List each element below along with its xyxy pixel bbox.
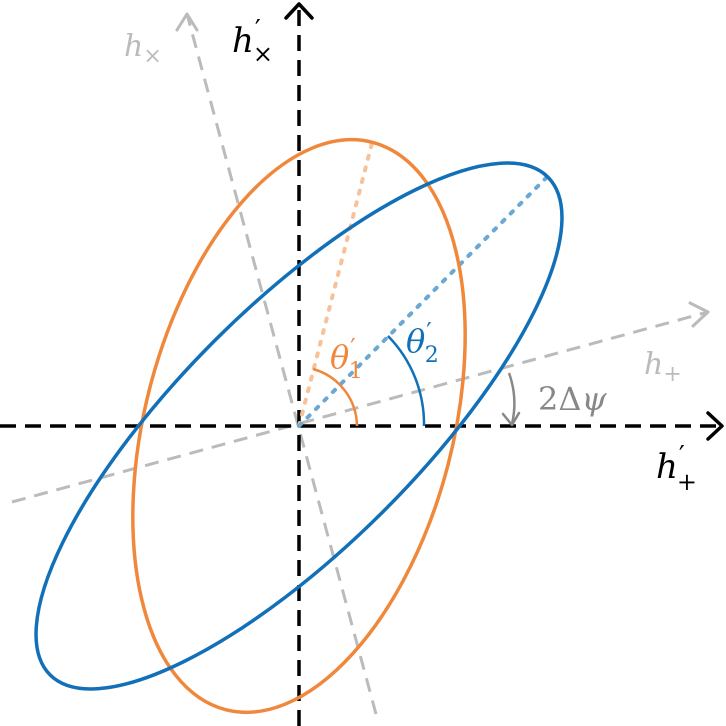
h-plus-prime-arrowhead — [706, 411, 724, 441]
h-plus-label: h+ — [644, 347, 682, 387]
delta-psi-arc — [507, 372, 516, 425]
theta2-arc — [387, 335, 426, 427]
h-cross-label: h× — [124, 29, 162, 69]
ellipse-1-major-axis-dotted — [297, 141, 374, 428]
h-cross-prime-arrowhead — [284, 2, 314, 20]
theta2-label: θ′2 — [406, 318, 439, 368]
h-cross-prime-label: h′× — [232, 15, 273, 68]
h-plus-prime-label: h′+ — [656, 441, 697, 496]
ellipse-1 — [131, 137, 467, 715]
h-cross-axis — [185, 13, 378, 715]
h-plus-arrowhead — [688, 301, 710, 328]
theta1-arc — [312, 367, 359, 427]
h-cross-arrowhead — [175, 12, 199, 32]
delta-psi-arrowhead — [501, 411, 521, 427]
theta1-label: θ′1 — [330, 334, 363, 384]
delta-psi-label: 2Δψ — [538, 380, 607, 418]
rotated-axes — [11, 12, 710, 715]
ellipse-2 — [34, 161, 564, 691]
h-plus-axis — [11, 310, 709, 504]
